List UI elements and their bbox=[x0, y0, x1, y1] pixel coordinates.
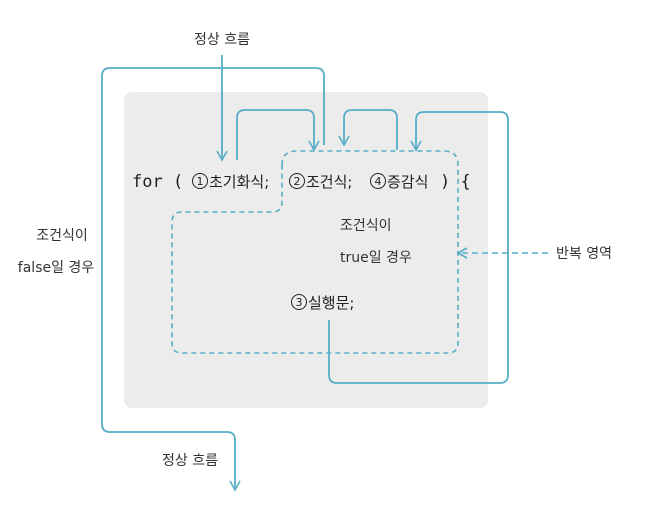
normal-flow-top-label: 정상 흐름 bbox=[194, 32, 250, 48]
true-condition-label-line2: true일 경우 bbox=[340, 250, 412, 266]
circle-number-2-text: 2 bbox=[294, 175, 301, 188]
circle-number-2 bbox=[289, 173, 305, 189]
circle-number-3 bbox=[291, 294, 307, 310]
code-close-brace: ) { bbox=[440, 172, 471, 192]
normal-flow-bottom-label: 정상 흐름 bbox=[162, 453, 218, 469]
true-condition-label-line1: 조건식이 bbox=[340, 218, 392, 234]
code-body-statement: 실행문; bbox=[308, 294, 354, 312]
false-condition-label-line1: 조건식이 bbox=[36, 228, 88, 244]
circle-number-4-text: 4 bbox=[375, 175, 382, 188]
code-increment-expression: 증감식 bbox=[387, 173, 428, 191]
false-exit-path bbox=[101, 67, 325, 492]
circle-number-1 bbox=[192, 173, 208, 189]
circle-number-1-text: 1 bbox=[197, 175, 204, 188]
code-condition-expression: 조건식; bbox=[306, 173, 352, 191]
increment-to-condition-arrow bbox=[338, 109, 398, 150]
repeat-region-label: 반복 영역 bbox=[556, 246, 612, 262]
code-for-keyword: for ( bbox=[132, 172, 183, 192]
body-to-increment-path bbox=[328, 111, 509, 384]
false-condition-label-line2: false일 경우 bbox=[18, 260, 95, 276]
loop-region-background bbox=[124, 92, 488, 408]
circle-number-4 bbox=[370, 173, 386, 189]
circle-number-3-text: 3 bbox=[296, 296, 303, 309]
init-to-condition-arrow bbox=[236, 109, 320, 160]
code-init-expression: 초기화식; bbox=[209, 173, 269, 191]
